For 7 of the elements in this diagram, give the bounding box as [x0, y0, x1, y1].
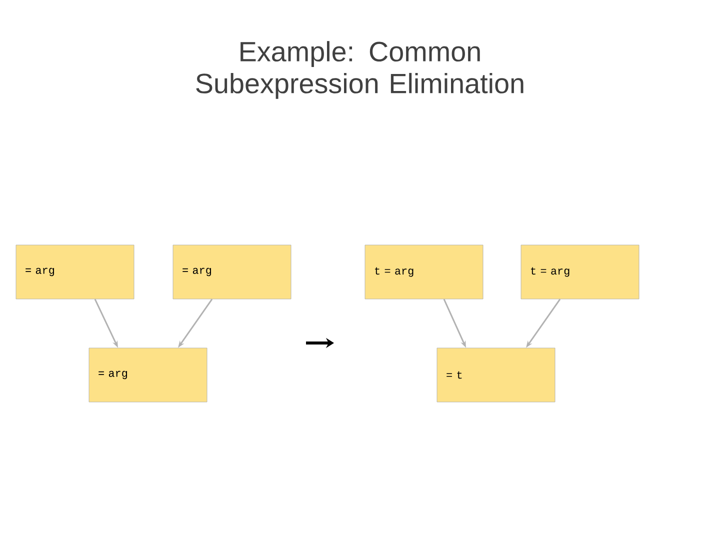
code-box: = arg: [88, 348, 208, 402]
code-box: = arg: [16, 244, 134, 300]
title: Example: Common Subexpression Elimination: [196, 41, 524, 99]
code-box: = t: [436, 348, 556, 402]
code-box: = arg: [172, 244, 292, 300]
code-box: t = arg: [364, 244, 484, 300]
code-box: t = arg: [520, 244, 640, 300]
